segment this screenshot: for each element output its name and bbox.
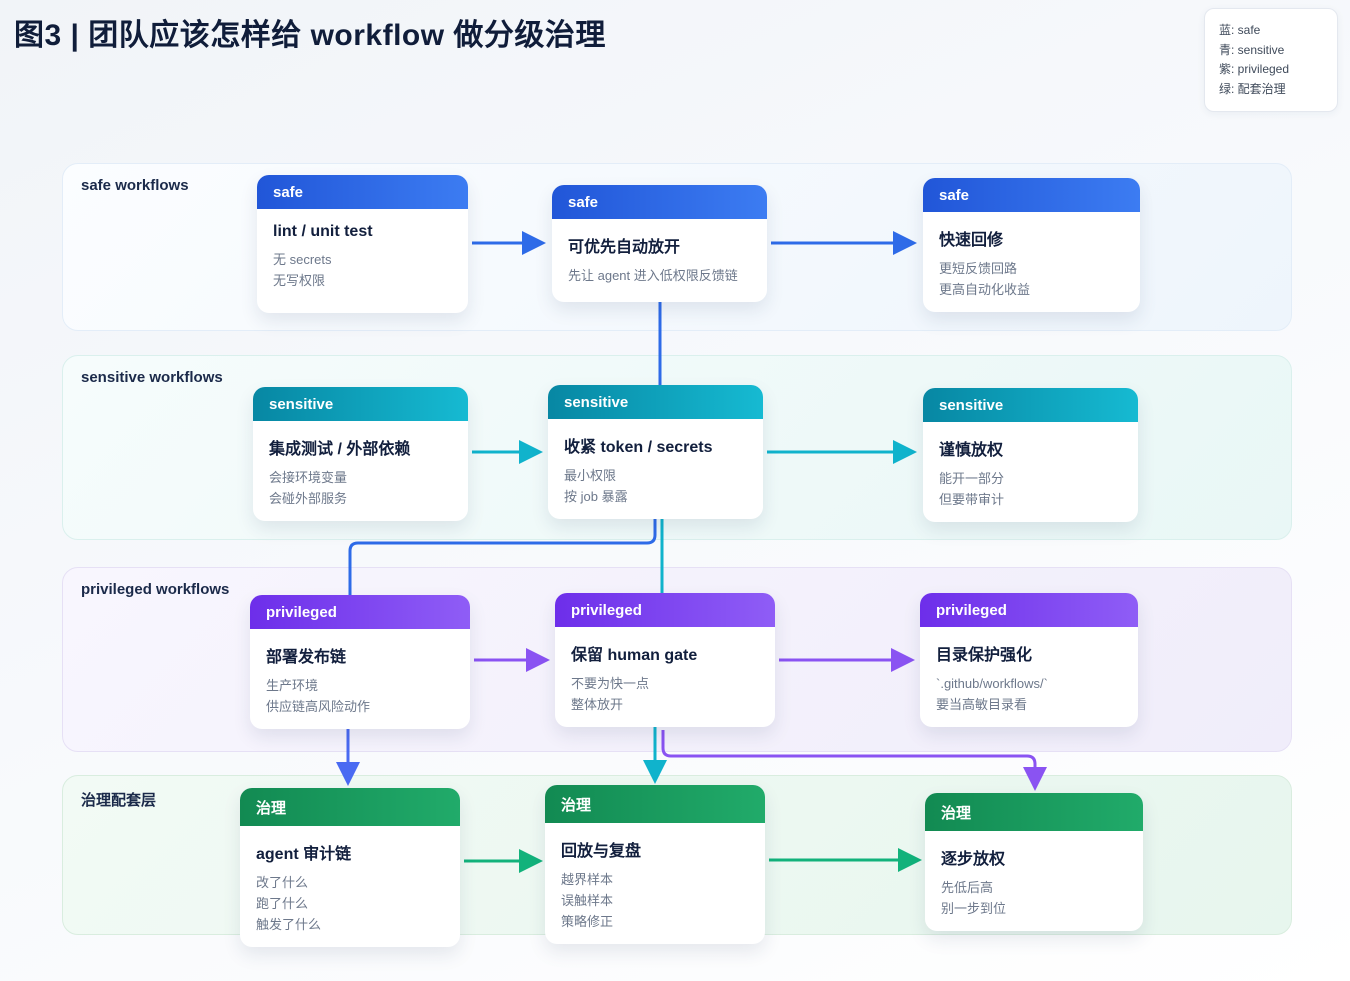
card-safe-fast-fix: safe 快速回修 更短反馈回路 更高自动化收益 <box>923 178 1140 312</box>
card-safe-auto-open: safe 可优先自动放开 先让 agent 进入低权限反馈链 <box>552 185 767 302</box>
legend-box: 蓝: safe 青: sensitive 紫: privileged 绿: 配套… <box>1204 8 1338 112</box>
card-line: 更高自动化收益 <box>939 282 1031 297</box>
card-sensitive-tighten-secrets: sensitive 收紧 token / secrets 最小权限 按 job … <box>548 385 763 519</box>
card-line: 整体放开 <box>571 697 624 712</box>
card-line: 不要为快一点 <box>571 676 650 691</box>
card-header-badge: 治理 <box>240 788 460 826</box>
card-line: 策略修正 <box>561 914 614 929</box>
card-safe-lint-unit-test: safe lint / unit test 无 secrets 无写权限 <box>257 175 468 313</box>
card-header-badge: privileged <box>250 595 470 629</box>
card-line: 无 secrets <box>273 252 332 267</box>
card-line: 会接环境变量 <box>269 470 348 485</box>
card-line: 误触样本 <box>561 893 614 908</box>
band-label-safe: safe workflows <box>81 177 189 194</box>
card-title: 收紧 token / secrets <box>564 439 713 456</box>
card-title: agent 审计链 <box>256 846 352 863</box>
page-title: 图3 | 团队应该怎样给 workflow 做分级治理 <box>14 19 606 52</box>
card-header-badge: privileged <box>920 593 1138 627</box>
card-title: 逐步放权 <box>941 851 1006 868</box>
card-line: `.github/workflows/` <box>936 676 1048 691</box>
card-line: 越界样本 <box>561 872 614 887</box>
card-line: 要当高敏目录看 <box>936 697 1028 712</box>
card-header-badge: sensitive <box>923 388 1138 422</box>
card-privileged-human-gate: privileged 保留 human gate 不要为快一点 整体放开 <box>555 593 775 727</box>
card-line: 触发了什么 <box>256 917 322 932</box>
card-header-badge: safe <box>923 178 1140 212</box>
card-line: 无写权限 <box>273 273 326 288</box>
card-header-badge: sensitive <box>253 387 468 421</box>
card-sensitive-cautious-grant: sensitive 谨慎放权 能开一部分 但要带审计 <box>923 388 1138 522</box>
card-body: 谨慎放权 能开一部分 但要带审计 <box>923 422 1138 522</box>
card-line: 能开一部分 <box>939 471 1005 486</box>
card-header-badge: 治理 <box>925 793 1143 831</box>
legend-item-governance: 绿: 配套治理 <box>1219 81 1286 96</box>
card-body: lint / unit test 无 secrets 无写权限 <box>257 209 468 303</box>
band-label-sensitive: sensitive workflows <box>81 369 223 386</box>
card-header-badge: privileged <box>555 593 775 627</box>
card-line: 先让 agent 进入低权限反馈链 <box>568 268 738 283</box>
card-line: 改了什么 <box>256 875 309 890</box>
card-title: lint / unit test <box>273 223 373 240</box>
card-header-badge: 治理 <box>545 785 765 823</box>
legend-item-sensitive: 青: sensitive <box>1219 42 1285 57</box>
card-privileged-deploy-chain: privileged 部署发布链 生产环境 供应链高风险动作 <box>250 595 470 729</box>
card-body: 回放与复盘 越界样本 误触样本 策略修正 <box>545 823 765 944</box>
card-line: 别一步到位 <box>941 901 1007 916</box>
card-body: agent 审计链 改了什么 跑了什么 触发了什么 <box>240 826 460 947</box>
card-body: 集成测试 / 外部依赖 会接环境变量 会碰外部服务 <box>253 421 468 521</box>
legend-item-privileged: 紫: privileged <box>1219 62 1290 76</box>
card-header-badge: safe <box>552 185 767 219</box>
card-body: 可优先自动放开 先让 agent 进入低权限反馈链 <box>552 219 767 298</box>
card-body: 收紧 token / secrets 最小权限 按 job 暴露 <box>548 419 763 519</box>
card-title: 回放与复盘 <box>561 843 642 860</box>
card-line: 最小权限 <box>564 468 617 483</box>
card-body: 逐步放权 先低后高 别一步到位 <box>925 831 1143 931</box>
card-header-badge: sensitive <box>548 385 763 419</box>
card-title: 目录保护强化 <box>936 647 1033 664</box>
card-title: 部署发布链 <box>266 649 347 666</box>
card-title: 谨慎放权 <box>939 442 1004 459</box>
card-title: 集成测试 / 外部依赖 <box>269 441 411 458</box>
card-body: 部署发布链 生产环境 供应链高风险动作 <box>250 629 470 729</box>
card-title: 快速回修 <box>939 232 1004 249</box>
card-governance-gradual-grant: 治理 逐步放权 先低后高 别一步到位 <box>925 793 1143 931</box>
card-body: 快速回修 更短反馈回路 更高自动化收益 <box>923 212 1140 312</box>
card-line: 跑了什么 <box>256 896 309 911</box>
card-governance-replay-review: 治理 回放与复盘 越界样本 误触样本 策略修正 <box>545 785 765 944</box>
card-line: 会碰外部服务 <box>269 491 348 506</box>
card-body: 保留 human gate 不要为快一点 整体放开 <box>555 627 775 727</box>
card-title: 可优先自动放开 <box>568 239 681 256</box>
card-title: 保留 human gate <box>571 647 698 664</box>
card-line: 先低后高 <box>941 880 994 895</box>
card-line: 生产环境 <box>266 678 319 693</box>
card-privileged-directory-protect: privileged 目录保护强化 `.github/workflows/` 要… <box>920 593 1138 727</box>
band-label-privileged: privileged workflows <box>81 581 230 598</box>
card-line: 供应链高风险动作 <box>266 699 371 714</box>
card-governance-agent-audit: 治理 agent 审计链 改了什么 跑了什么 触发了什么 <box>240 788 460 947</box>
card-body: 目录保护强化 `.github/workflows/` 要当高敏目录看 <box>920 627 1138 727</box>
card-sensitive-integration-test: sensitive 集成测试 / 外部依赖 会接环境变量 会碰外部服务 <box>253 387 468 521</box>
card-line: 更短反馈回路 <box>939 261 1018 276</box>
band-label-governance: 治理配套层 <box>81 792 157 809</box>
card-line: 但要带审计 <box>939 492 1005 507</box>
legend-item-safe: 蓝: safe <box>1219 23 1261 37</box>
card-header-badge: safe <box>257 175 468 209</box>
card-line: 按 job 暴露 <box>564 489 628 504</box>
